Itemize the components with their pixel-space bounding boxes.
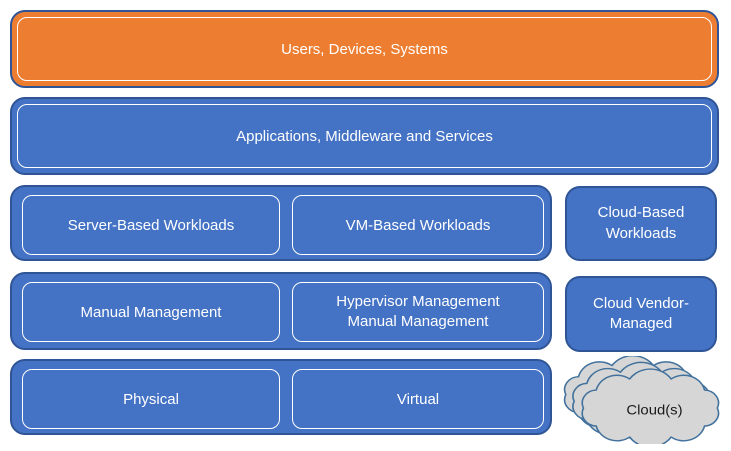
cloud-label: Cloud(s) [626, 403, 682, 418]
layer-management-container: Manual Management Hypervisor Management … [10, 272, 552, 350]
clouds-icon: Cloud(s) [563, 356, 720, 444]
layer-applications-middleware: Applications, Middleware and Services [10, 97, 719, 175]
box-manual-management: Manual Management [22, 282, 280, 342]
box-virtual: Virtual [292, 369, 544, 429]
layer-users-devices-systems: Users, Devices, Systems [10, 10, 719, 88]
box-cloud-based-workloads: Cloud-Based Workloads [565, 186, 717, 261]
box-cloud-vendor-managed: Cloud Vendor- Managed [565, 276, 717, 352]
box-vm-based-workloads: VM-Based Workloads [292, 195, 544, 255]
layer-infrastructure-container: Physical Virtual [10, 359, 552, 435]
layer-users-label: Users, Devices, Systems [281, 40, 448, 58]
layer-workloads-container: Server-Based Workloads VM-Based Workload… [10, 185, 552, 261]
layer-applications-label: Applications, Middleware and Services [236, 127, 493, 145]
box-hypervisor-management: Hypervisor Management Manual Management [292, 282, 544, 342]
box-server-based-workloads: Server-Based Workloads [22, 195, 280, 255]
box-physical: Physical [22, 369, 280, 429]
